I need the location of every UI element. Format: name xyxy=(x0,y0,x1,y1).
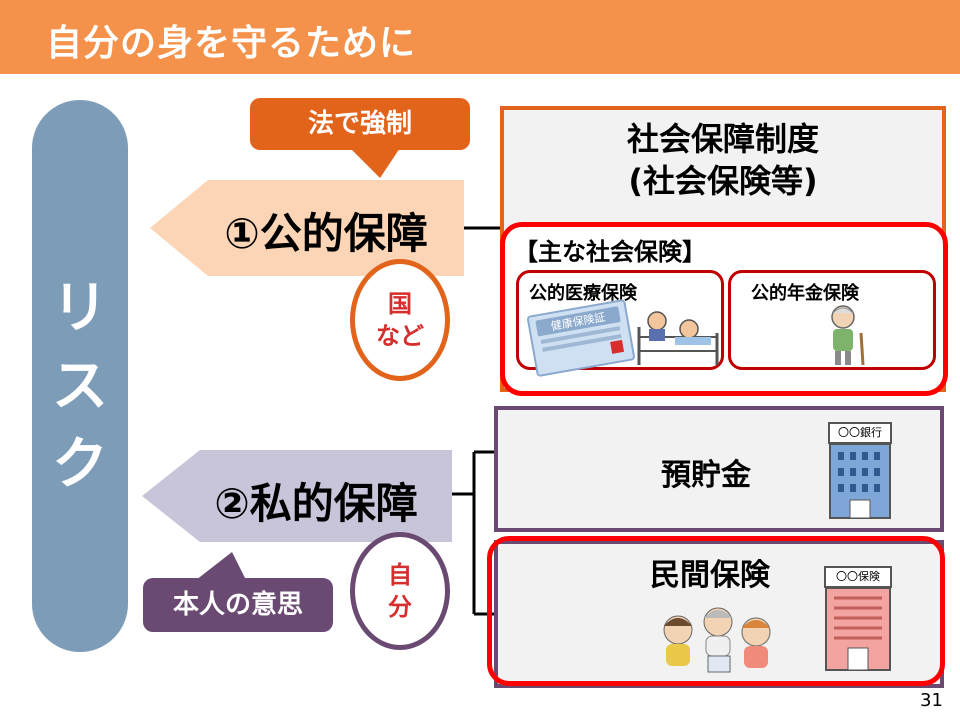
private-circle: 自 分 xyxy=(350,532,450,650)
elderly-person-icon xyxy=(831,305,865,366)
risk-label: リ ス ク xyxy=(32,270,128,504)
medical-insurance-box: 公的医療保険 健康保険証 xyxy=(516,270,724,378)
insurance-building-icon: 〇〇保険 xyxy=(824,566,892,671)
public-arrow-label: ①公的保障 xyxy=(224,209,428,258)
family-group-icon xyxy=(663,607,771,673)
page-title: 自分の身を守るために xyxy=(46,23,417,64)
private-arrow-label: ②私的保障 xyxy=(214,479,418,528)
hospital-bed-icon xyxy=(637,311,719,365)
private-arrow xyxy=(142,450,452,542)
private-bubble: 本人の意思 xyxy=(143,578,333,632)
public-circle: 国 など xyxy=(350,259,450,381)
header-bar xyxy=(0,0,960,74)
bank-building-icon: 〇〇銀行 xyxy=(828,422,892,519)
risk-char: ク xyxy=(52,432,108,497)
pension-insurance-box: 公的年金保険 xyxy=(728,270,936,370)
private-insurance-label: 民間保険 xyxy=(650,558,770,593)
pension-insurance-label: 公的年金保険 xyxy=(751,283,859,304)
risk-char: リ xyxy=(52,276,108,341)
public-bubble: 法で強制 xyxy=(250,98,470,150)
savings-label: 預貯金 xyxy=(661,458,751,493)
medical-insurance-label: 公的医療保険 xyxy=(529,283,637,304)
social-title-line: (社会保険等) xyxy=(628,162,818,200)
public-arrow xyxy=(150,180,464,276)
risk-char: ス xyxy=(52,354,108,419)
page-number: 31 xyxy=(920,690,943,711)
bank-sign: 〇〇銀行 xyxy=(828,422,892,444)
social-title-line: 社会保障制度 xyxy=(626,120,819,158)
main-insurance-title: 【主な社会保険】 xyxy=(514,238,706,266)
private-insurance-frame xyxy=(487,536,945,686)
bank-body xyxy=(829,443,891,519)
insurance-sign: 〇〇保険 xyxy=(824,566,892,588)
public-circle-line: 国 xyxy=(388,290,412,318)
health-card-icon: 健康保険証 xyxy=(526,298,636,378)
public-circle-line: など xyxy=(376,322,424,350)
social-system-title: 社会保障制度 (社会保険等) xyxy=(500,118,946,202)
private-circle-line: 分 xyxy=(388,593,412,621)
private-circle-line: 自 xyxy=(388,561,412,589)
private-bubble-tail xyxy=(196,552,246,580)
risk-pill xyxy=(32,100,128,652)
public-bubble-tail xyxy=(350,148,400,178)
insurance-body xyxy=(825,587,891,671)
